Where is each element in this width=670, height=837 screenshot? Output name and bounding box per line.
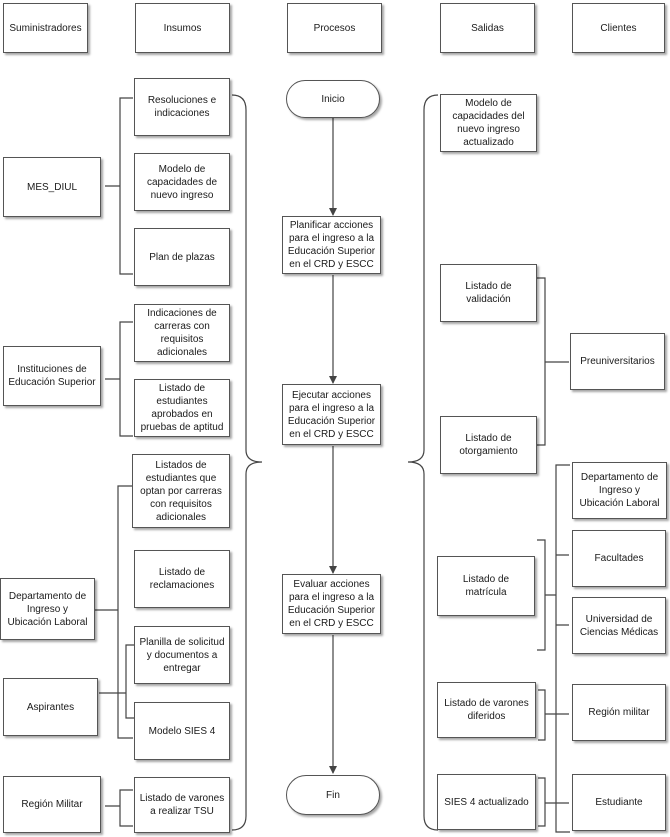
header-suministradores: Suministradores <box>3 3 88 53</box>
output-sies4-actualizado: SIES 4 actualizado <box>437 774 536 830</box>
brace-inputs <box>231 94 263 831</box>
client-estudiante: Estudiante <box>572 774 666 831</box>
brace-to-estudiante <box>538 777 569 827</box>
brace-outputs <box>407 94 439 831</box>
output-listado-otorgamiento: Listado de otorgamiento <box>440 416 537 474</box>
input-listado-aprobados: Listado de estudiantes aprobados en prue… <box>134 379 230 437</box>
client-region-militar: Región militar <box>572 684 666 741</box>
input-indicaciones-carreras: Indicaciones de carreras con requisitos … <box>134 304 230 362</box>
supplier-aspirantes: Aspirantes <box>3 678 98 736</box>
output-listado-matricula: Listado de matrícula <box>437 556 535 616</box>
client-universidad-ciencias-medicas: Universidad de Ciencias Médicas <box>572 597 666 654</box>
brace-clients <box>555 464 570 833</box>
brace-to-region <box>538 689 569 741</box>
supplier-region-militar: Región Militar <box>3 776 101 833</box>
output-modelo-actualizado: Modelo de capacidades del nuevo ingreso … <box>440 94 537 152</box>
process-inicio: Inicio <box>286 80 380 118</box>
output-listado-validacion: Listado de validación <box>440 264 537 322</box>
input-plan-plazas: Plan de plazas <box>134 228 230 286</box>
supplier-ies: Instituciones de Educación Superior <box>3 346 101 406</box>
client-facultades: Facultades <box>572 530 666 587</box>
client-dpto-ingreso: Departamento de Ingreso y Ubicación Labo… <box>572 462 667 519</box>
brace-mes-diul <box>105 97 133 275</box>
header-clientes: Clientes <box>572 3 665 53</box>
input-modelo-sies4: Modelo SIES 4 <box>134 702 230 760</box>
brace-region <box>105 789 133 827</box>
output-varones-diferidos: Listado de varones diferidos <box>437 682 536 738</box>
header-salidas: Salidas <box>440 3 535 53</box>
brace-dpto <box>95 485 133 739</box>
process-ejecutar: Ejecutar acciones para el ingreso a la E… <box>282 384 381 445</box>
input-planilla-solicitud: Planilla de solicitud y documentos a ent… <box>134 626 230 684</box>
client-preuniversitarios: Preuniversitarios <box>570 333 665 390</box>
process-planificar: Planificar acciones para el ingreso a la… <box>282 216 381 274</box>
input-modelo-capacidades: Modelo de capacidades de nuevo ingreso <box>134 153 230 211</box>
brace-ies <box>105 321 133 437</box>
brace-aspirantes <box>99 644 135 719</box>
header-insumos: Insumos <box>135 3 230 53</box>
input-listado-reclamaciones: Listado de reclamaciones <box>134 550 230 608</box>
header-procesos: Procesos <box>287 3 382 53</box>
brace-to-preuniversitarios <box>537 277 569 446</box>
brace-to-clients-group <box>537 539 556 651</box>
input-resoluciones: Resoluciones e indicaciones <box>134 78 230 136</box>
process-fin: Fin <box>286 775 380 815</box>
supplier-dpto-ingreso: Departamento de Ingreso y Ubicación Labo… <box>0 578 95 640</box>
input-listados-optan: Listados de estudiantes que optan por ca… <box>132 454 230 528</box>
supplier-mes-diul: MES_DIUL <box>3 157 101 217</box>
input-varones-tsu: Listado de varones a realizar TSU <box>134 777 230 833</box>
process-evaluar: Evaluar acciones para el ingreso a la Ed… <box>282 574 381 634</box>
